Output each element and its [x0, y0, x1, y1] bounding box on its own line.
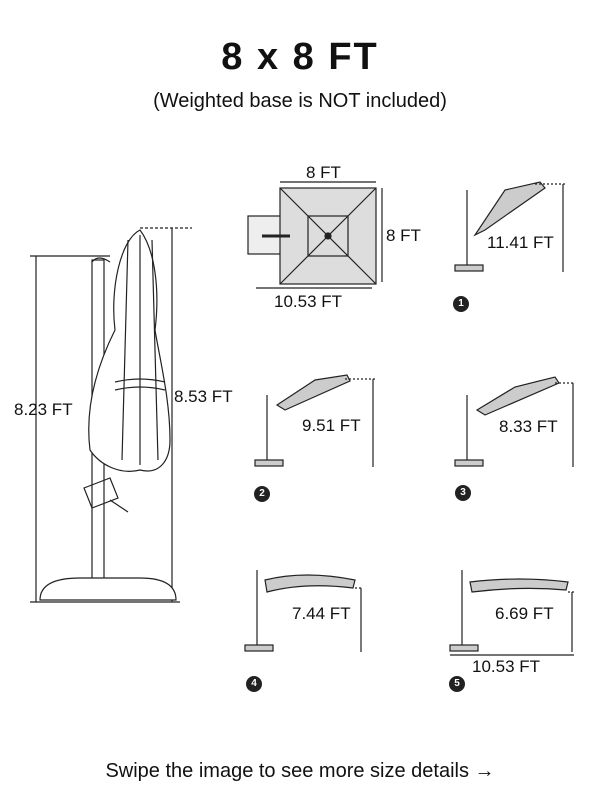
swipe-hint: Swipe the image to see more size details…	[105, 760, 495, 782]
page-subtitle: (Weighted base is NOT included)	[153, 90, 447, 112]
position-2-badge: 2	[254, 486, 270, 502]
position-2-height: 9.51 FT	[302, 416, 361, 435]
pole-height-label: 8.23 FT	[14, 400, 73, 419]
position-4-height: 7.44 FT	[292, 604, 351, 623]
top-width-label: 8 FT	[306, 163, 341, 182]
position-5-span: 10.53 FT	[472, 657, 541, 676]
top-depth-label: 8 FT	[386, 226, 421, 245]
position-drawings	[244, 181, 575, 656]
position-3-height: 8.33 FT	[499, 417, 558, 436]
top-span-label: 10.53 FT	[274, 292, 343, 311]
total-height-label: 8.53 FT	[174, 387, 233, 406]
position-3-badge: 3	[455, 485, 471, 501]
top-view-drawing	[247, 181, 383, 289]
page-title: 8 x 8 FT	[221, 36, 379, 78]
position-5-height: 6.69 FT	[495, 604, 554, 623]
main-umbrella-drawing	[30, 227, 192, 603]
position-4-badge: 4	[246, 676, 262, 692]
position-1-height: 11.41 FT	[487, 233, 554, 252]
position-1-badge: 1	[453, 296, 469, 312]
position-5-badge: 5	[449, 676, 465, 692]
